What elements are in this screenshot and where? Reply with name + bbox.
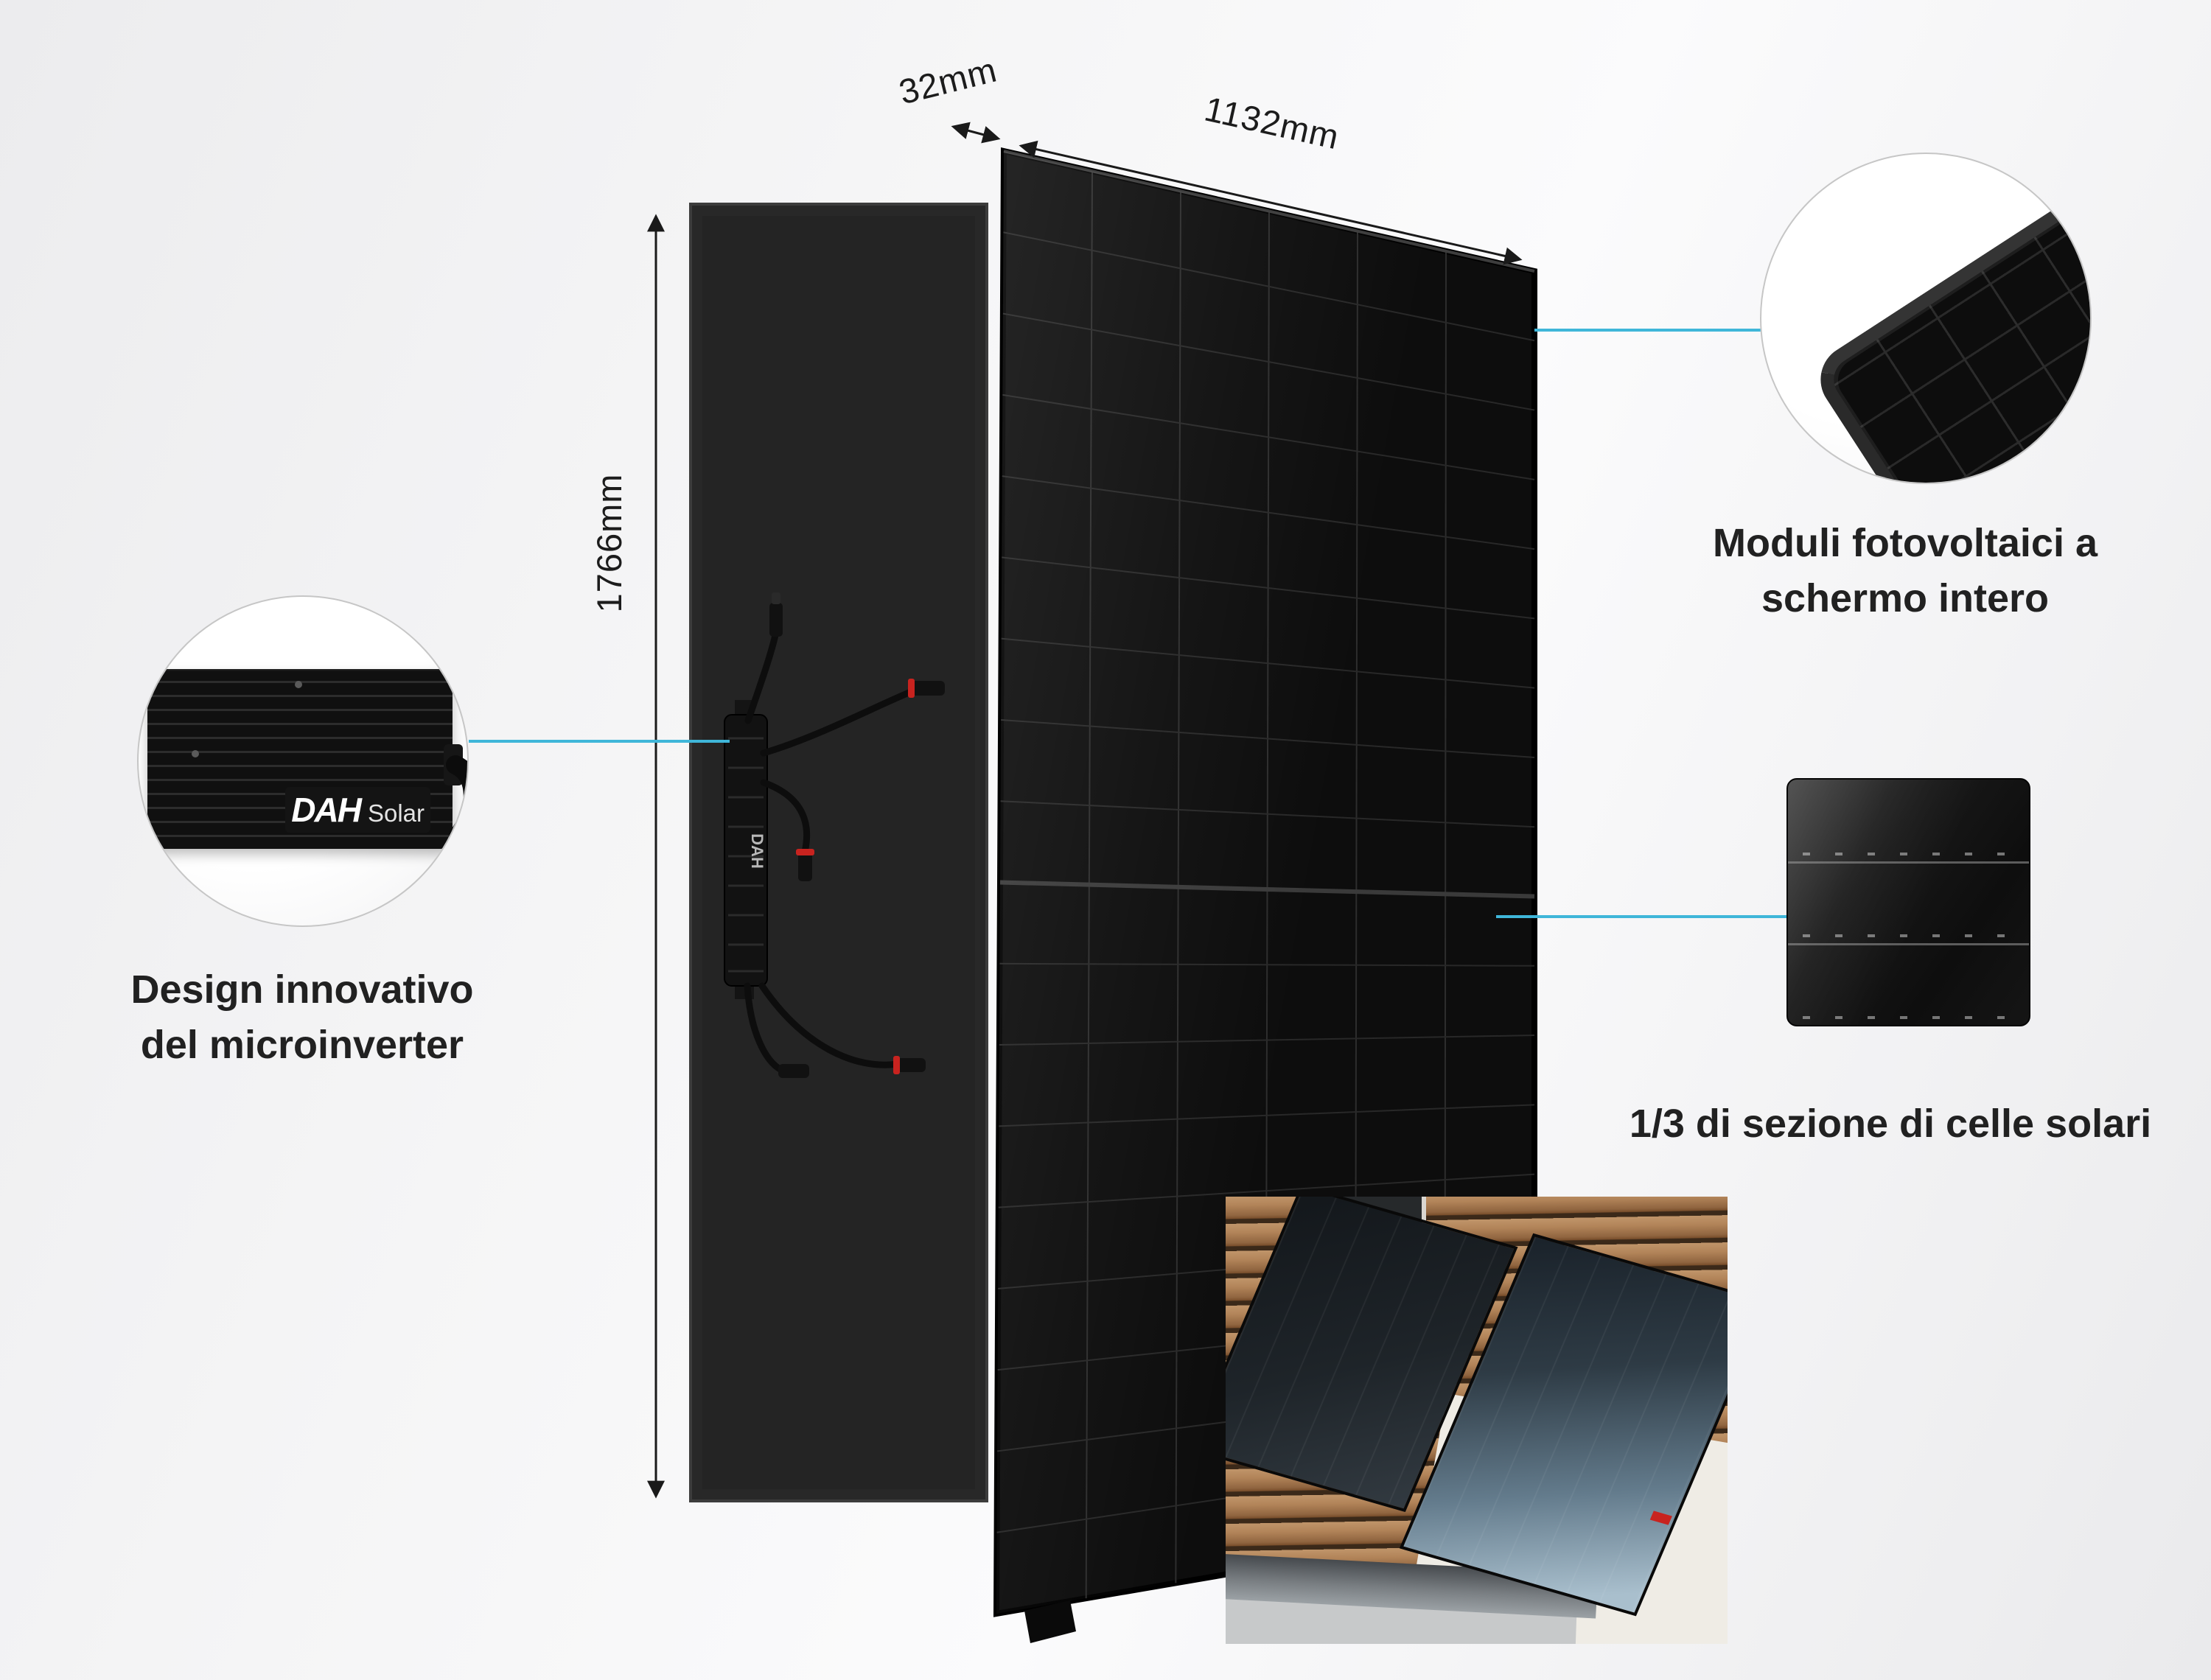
photo-logo-sticker: [1649, 1511, 1672, 1525]
brand-suffix: Solar: [367, 799, 425, 827]
width-dimension-arrow: [1019, 140, 1523, 265]
panel-foot: [1024, 1600, 1076, 1643]
screw-dot: [192, 750, 199, 757]
microinverter-on-panel: DAH: [724, 700, 768, 999]
cables: [744, 631, 916, 1074]
brand-logo: DAH Solar: [285, 787, 430, 833]
screw-dot: [295, 681, 302, 688]
full-screen-title-line1: Moduli fotovoltaici a: [1713, 521, 2098, 565]
callout-title-full-screen: Moduli fotovoltaici a schermo intero: [1621, 516, 2189, 626]
busbar-dashes: [1802, 1016, 2015, 1019]
microinverter-device: DAH Solar: [147, 669, 453, 849]
dimension-height-label: 1766mm: [589, 473, 629, 613]
callout-title-third-cell: 1/3 di sezione di celle solari: [1629, 1102, 2152, 1146]
inverter-brand-abbr: DAH: [748, 833, 766, 869]
installation-photo: [1226, 1197, 1728, 1644]
microinverter-cable: [444, 744, 467, 845]
cell-divider: [1788, 861, 2029, 864]
inverter-title-line1: Design innovativo: [130, 967, 474, 1012]
cable-connectors: [769, 592, 945, 1078]
back-panel: DAH: [689, 203, 988, 1502]
busbar-dashes: [1802, 934, 2015, 937]
brand-abbr: DAH: [291, 791, 362, 829]
glass-sheen: [1788, 780, 2029, 1025]
busbar-dashes: [1802, 852, 2015, 855]
dimension-lines: [647, 122, 1523, 1499]
cell-divider: [1788, 942, 2029, 945]
callout-title-inverter: Design innovativo del microinverter: [22, 962, 582, 1072]
depth-dimension-arrow: [951, 122, 1001, 144]
microinverter-callout-lens: DAH Solar: [137, 595, 469, 927]
connector-lines: [469, 329, 1788, 918]
full-screen-title-line2: schermo intero: [1761, 575, 2050, 620]
third-cell-callout-card: [1786, 778, 2030, 1026]
inverter-title-line2: del microinverter: [140, 1022, 464, 1067]
module-corner-callout-lens: [1760, 153, 2092, 484]
